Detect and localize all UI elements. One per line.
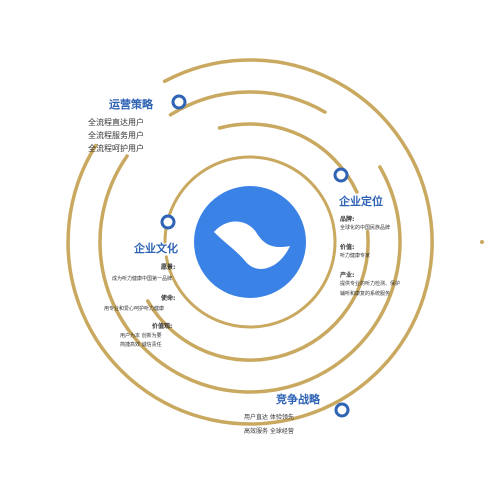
node-competition [334, 402, 350, 418]
positioning-value-label: 价值: [340, 244, 355, 251]
positioning-industry-line-2: 辅听和康复的系统服务 [340, 291, 391, 297]
culture-values-line-1: 用户为本 创新为要 [120, 333, 162, 339]
culture-values-label: 价值观: [152, 323, 173, 330]
culture-mission-value: 用专业和爱心呵护听力健康 [104, 306, 165, 312]
positioning-industry-label: 产业: [340, 272, 355, 279]
culture-vision-label: 愿景: [161, 264, 176, 271]
node-strategy [171, 94, 187, 110]
ring-arc-6 [146, 229, 370, 362]
culture-values-line-2: 简捷高效 诚信责任 [120, 342, 162, 348]
positioning-value-value: 听力健康专家 [340, 253, 371, 259]
strategy-title: 运营策略 [109, 98, 153, 111]
ring-arc-2 [66, 58, 434, 426]
ring-arc-3 [168, 90, 327, 117]
node-culture [160, 214, 176, 230]
competition-title: 竞争战略 [276, 393, 320, 406]
positioning-industry-line-1: 提供专业的听力检测、保护 [340, 281, 401, 287]
ring-nodes [160, 94, 350, 418]
competition-line-2: 高效服务 全球经营 [244, 428, 294, 435]
culture-title: 企业文化 [134, 242, 178, 255]
bird-wave-logo-icon [194, 186, 306, 298]
node-positioning [333, 167, 349, 183]
positioning-title: 企业定位 [339, 195, 383, 208]
strategy-line-3: 全流程呵护用户 [88, 144, 144, 153]
ring-arc-7 [163, 155, 337, 329]
ring-arc-4 [98, 154, 402, 394]
strategy-line-1: 全流程直达用户 [88, 118, 144, 127]
culture-vision-value: 成为听力健康中国第一品牌 [112, 276, 173, 282]
positioning-brand-value: 全球化的中国民族品牌 [340, 225, 391, 231]
culture-mission-label: 使命: [161, 295, 176, 302]
strategy-line-2: 全流程服务用户 [88, 131, 144, 140]
concentric-rings [66, 58, 484, 426]
positioning-brand-label: 品牌: [340, 216, 355, 223]
competition-line-1: 用户直达 体验领先 [244, 414, 294, 421]
